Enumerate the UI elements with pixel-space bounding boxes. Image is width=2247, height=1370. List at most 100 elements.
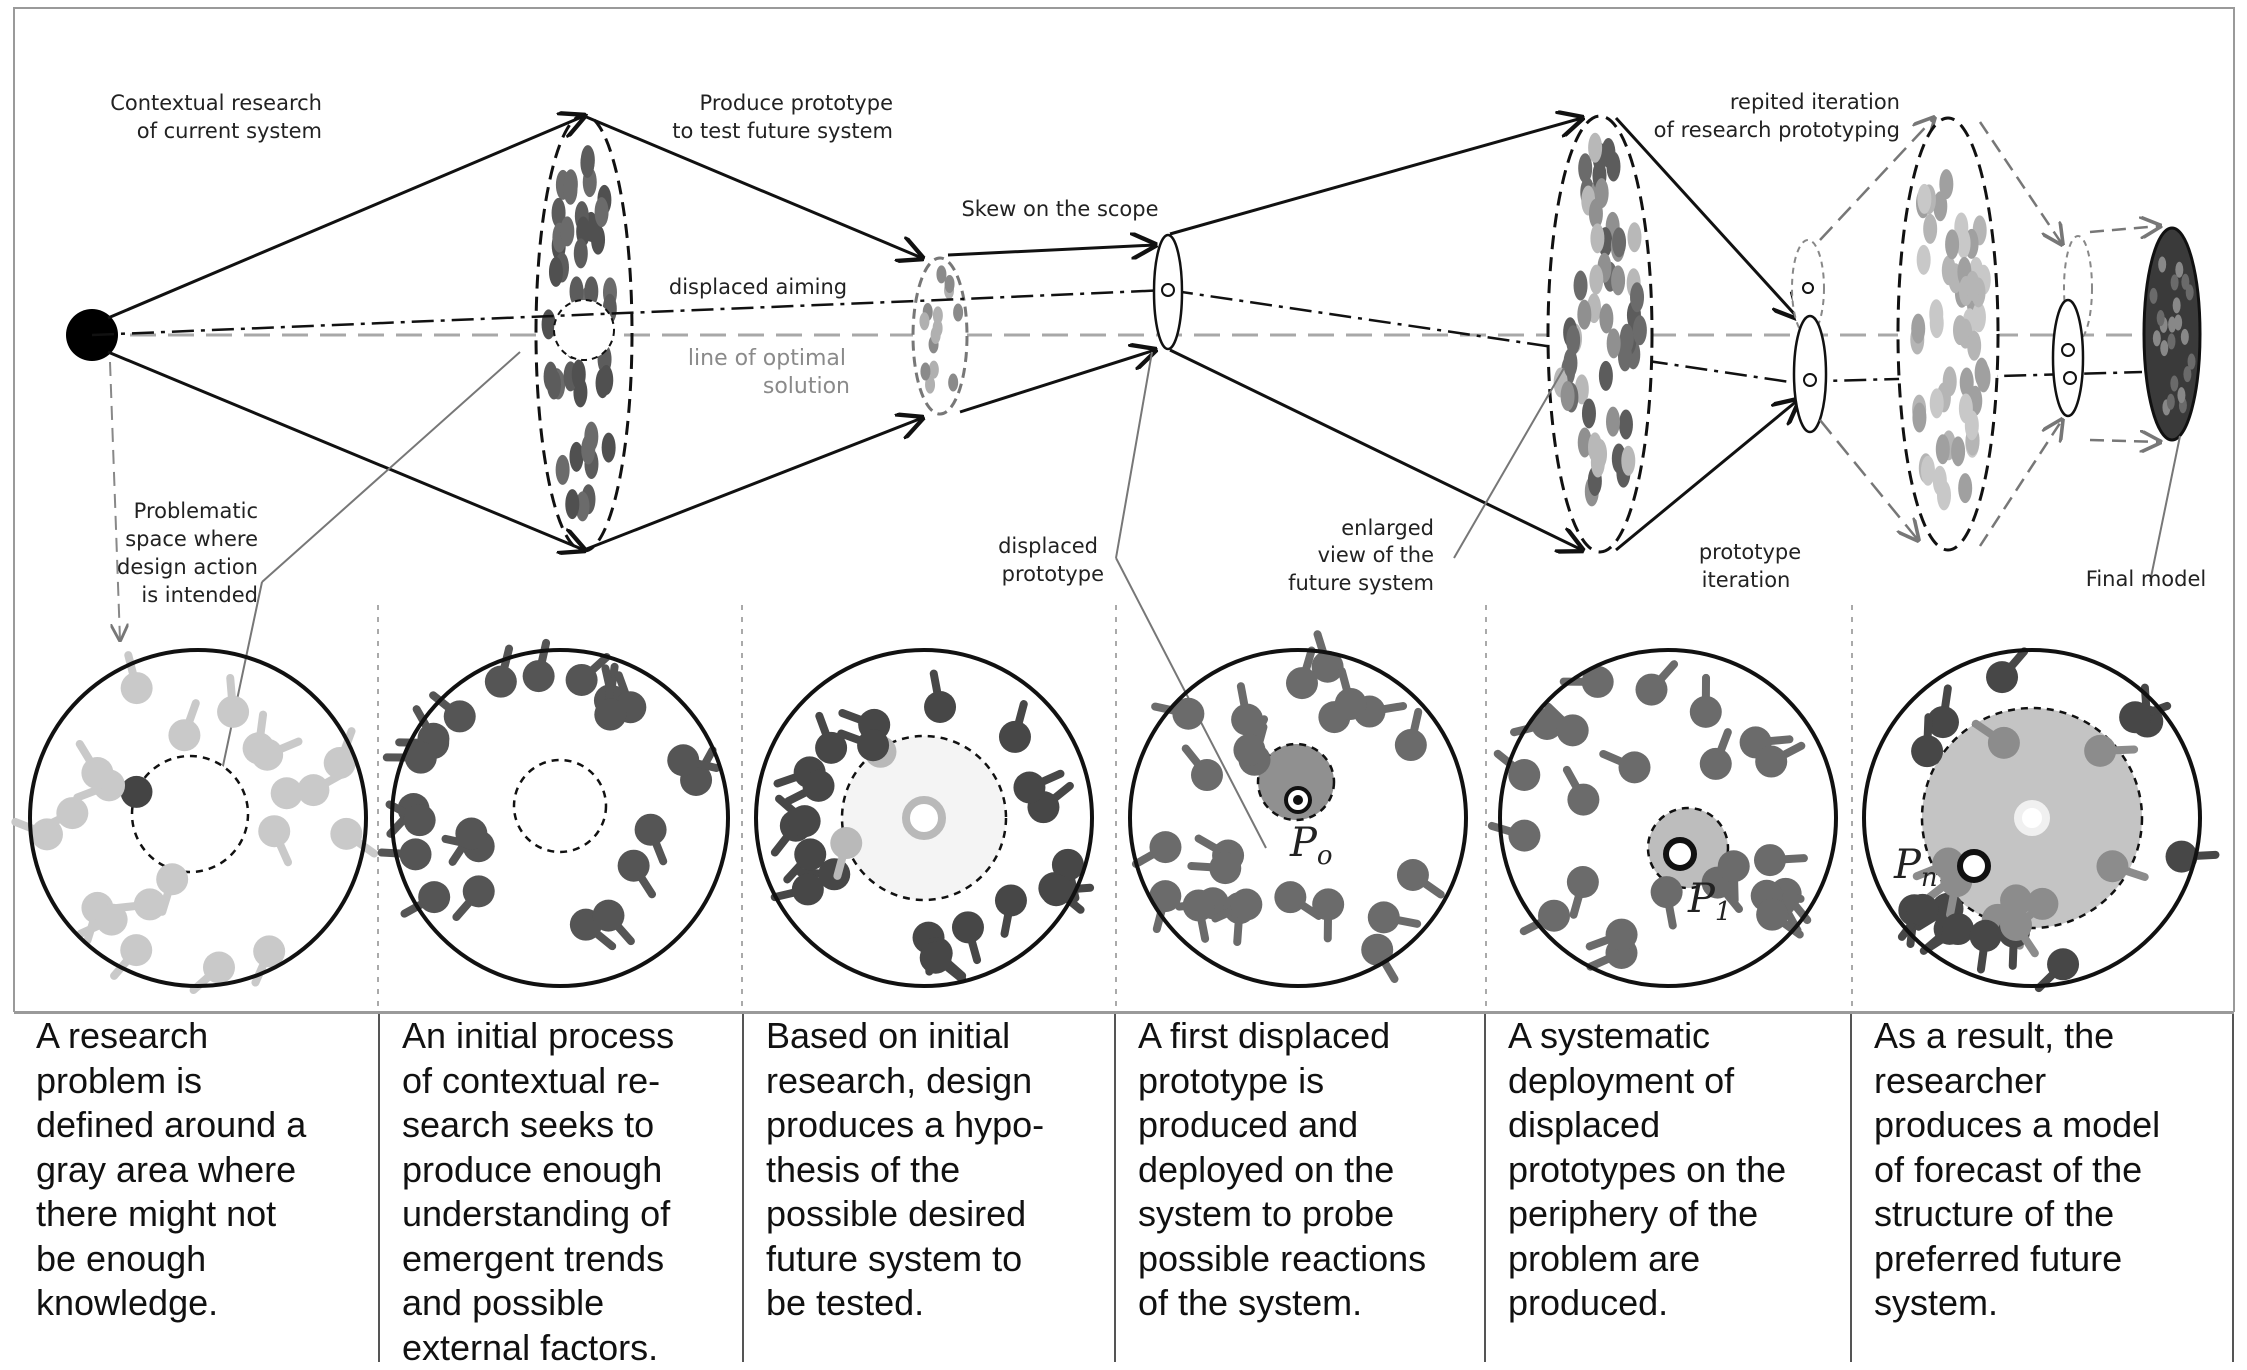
network-node <box>1567 784 1599 816</box>
final-model <box>2144 228 2200 440</box>
cone-produce-prototype <box>584 116 967 550</box>
network-node <box>1191 759 1223 791</box>
cloud-dot <box>560 216 574 246</box>
cloud-dot <box>2167 333 2175 349</box>
focus-area <box>514 760 606 852</box>
network-node <box>418 881 450 913</box>
cloud-dot <box>1929 299 1943 329</box>
cloud-dot <box>2177 387 2185 403</box>
network-node <box>1755 746 1787 778</box>
cloud-dot <box>2181 329 2189 345</box>
cloud-dot <box>1917 184 1931 214</box>
network-node <box>1907 894 1939 926</box>
cloud-dot <box>1590 223 1604 253</box>
network-node <box>830 827 862 859</box>
cloud-dot <box>1606 151 1620 181</box>
cloud-dot <box>1577 300 1591 330</box>
cloud-dot <box>596 368 610 398</box>
cloud-dot <box>1595 178 1609 208</box>
cloud-dot <box>1630 282 1644 312</box>
cloud-dot <box>602 433 616 463</box>
network-node <box>803 770 835 802</box>
cloud-dot <box>1574 271 1588 301</box>
cloud-dot <box>1589 265 1603 295</box>
network-node <box>96 904 128 936</box>
prototype-marker <box>1960 852 1988 880</box>
network-node <box>1149 831 1181 863</box>
network-node <box>1395 729 1427 761</box>
network-node <box>330 818 362 850</box>
caption-stage2: An initial process of contextual re- sea… <box>378 1014 744 1362</box>
cloud-dot <box>565 489 579 519</box>
caption-stage1: A research problem is defined around a g… <box>14 1014 380 1362</box>
network-node <box>1635 674 1667 706</box>
network-node <box>523 660 555 692</box>
network-node <box>168 719 200 751</box>
cloud-dot <box>1621 446 1635 476</box>
network-node <box>1718 850 1750 882</box>
label-skew-scope: Skew on the scope <box>961 197 1158 221</box>
network-node <box>1754 844 1786 876</box>
network-node <box>2000 909 2032 941</box>
network-node <box>857 729 889 761</box>
cloud-dot <box>1582 398 1596 428</box>
network-node <box>1274 881 1306 913</box>
cloud-dot <box>549 257 563 287</box>
network-node <box>400 838 432 870</box>
cloud-dot <box>569 442 583 472</box>
cloud-dot <box>1959 393 1973 423</box>
network-node <box>1183 889 1215 921</box>
cloud-dot <box>1967 331 1981 361</box>
cloud-dot <box>563 175 577 205</box>
cloud-dot <box>2160 340 2168 356</box>
cloud-dot <box>1977 362 1991 392</box>
caption-stage6: As a result, the researcher produces a m… <box>1850 1014 2234 1362</box>
network-node <box>120 776 152 808</box>
cloud-dot <box>2170 376 2178 392</box>
cloud-dot <box>581 434 595 464</box>
cloud-dot <box>581 145 595 175</box>
network-node <box>2119 701 2151 733</box>
network-node <box>1397 859 1429 891</box>
prototype-marker <box>1666 840 1694 868</box>
network-node <box>1335 688 1367 720</box>
network-node <box>455 818 487 850</box>
network-node <box>1538 900 1570 932</box>
network-node <box>271 777 303 809</box>
caption-stage3: Based on initial research, design produc… <box>742 1014 1116 1362</box>
network-node <box>120 934 152 966</box>
network-node <box>667 744 699 776</box>
prototype-label-p0: Po <box>1289 820 1333 871</box>
network-node <box>251 739 283 771</box>
stage6-forecast-circle <box>1864 650 2215 988</box>
cloud-dot <box>1937 480 1951 510</box>
network-node <box>1368 901 1400 933</box>
label-final-model: Final model <box>2086 567 2206 591</box>
network-node <box>1619 751 1651 783</box>
cloud-dot <box>2186 284 2194 300</box>
network-node <box>1567 866 1599 898</box>
caption-stage4: A first displaced prototype is produced … <box>1114 1014 1486 1362</box>
cloud-dot <box>556 455 570 485</box>
cloud-dot <box>595 197 609 227</box>
network-node <box>592 900 624 932</box>
cloud-dot <box>1966 271 1980 301</box>
stage2-research-circle <box>382 643 728 986</box>
cloud-dot <box>1951 436 1965 466</box>
network-node <box>618 850 650 882</box>
cloud-dot <box>2150 288 2158 304</box>
cloud-dot <box>572 360 586 390</box>
cloud-dot <box>1620 324 1634 354</box>
network-node <box>2047 948 2079 980</box>
prototype-core <box>1293 795 1303 805</box>
network-node <box>924 691 956 723</box>
network-node <box>1651 876 1683 908</box>
cloud-dot <box>1606 407 1620 437</box>
